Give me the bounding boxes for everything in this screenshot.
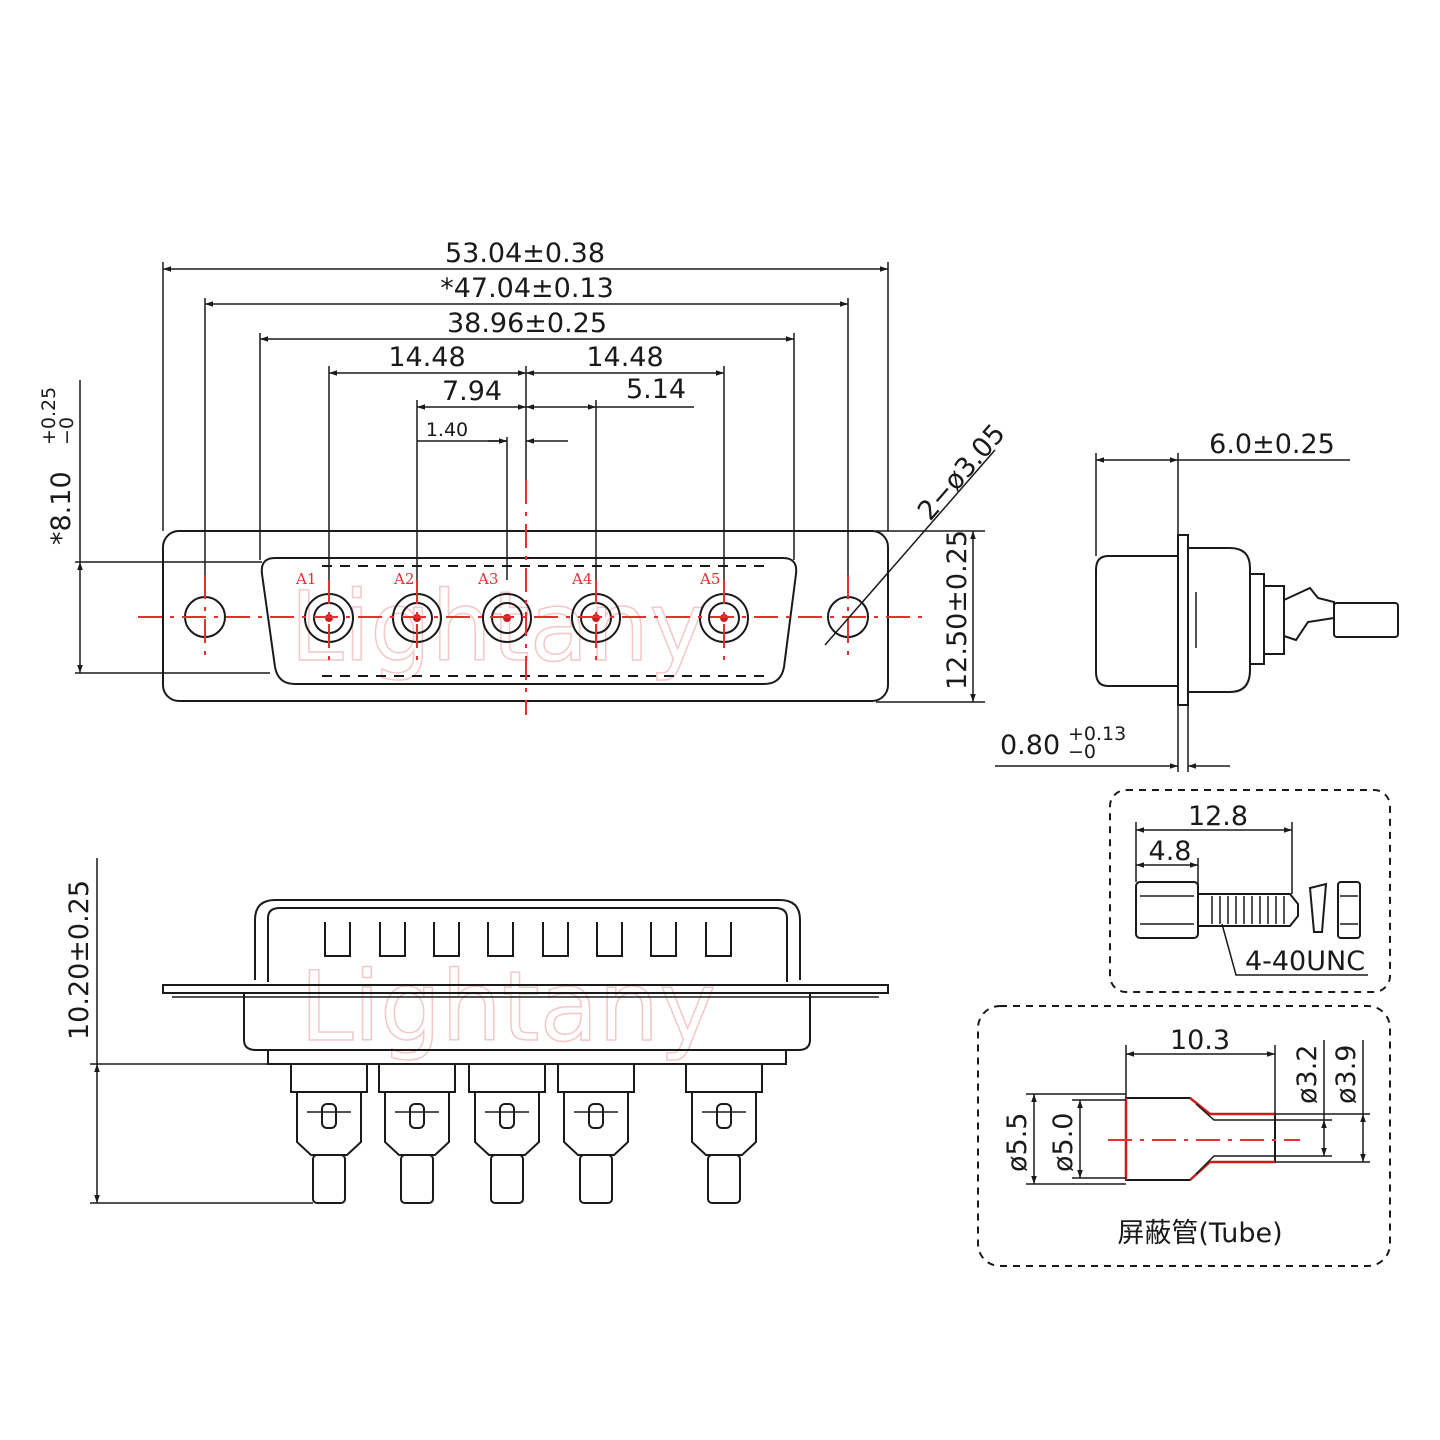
dim-screw-length: 12.8: [1188, 801, 1248, 832]
dim-large-outer: ø5.5: [1002, 1113, 1033, 1172]
side-flange: [1177, 534, 1189, 706]
side-contact-base: [1264, 585, 1285, 655]
tube-detail: 10.3 ø3.2 ø3.9 ø5.5 ø5.0 屏蔽管(Tube): [977, 1005, 1391, 1267]
pin-label-a1: A1: [295, 570, 316, 588]
tube-small-dia-ext: [1275, 1113, 1370, 1163]
dim-height: *8.10: [46, 471, 77, 545]
side-contact-tail: [1333, 602, 1399, 638]
front-d-shell-inner: [322, 565, 770, 677]
pin-label-a5: A5: [699, 570, 720, 588]
dim-mount-hole: 2−ø3.05: [912, 418, 1012, 526]
thread-spec: 4-40UNC: [1245, 946, 1365, 977]
dim-right-pin-span: 14.48: [586, 342, 663, 373]
tube-large-dia-ext: [1026, 1093, 1126, 1185]
side-insert-step: [1250, 573, 1265, 665]
front-extension-lines: [75, 262, 985, 703]
bottom-shell-inner: [267, 907, 788, 982]
dim-hex-length: 4.8: [1149, 836, 1192, 867]
pin-label-a3: A3: [477, 570, 498, 588]
dim-depth: 6.0±0.25: [1209, 429, 1335, 460]
dim-overall-width: 53.04±0.38: [445, 238, 605, 269]
screw-hex-nut: [1135, 881, 1199, 939]
dim-height-tol-lower: −0: [56, 417, 78, 445]
dim-flange-tol-upper: +0.13: [1068, 723, 1126, 745]
bottom-height-ext: [90, 1063, 313, 1204]
screw-lock-washer: [1308, 882, 1328, 933]
side-depth-ext: [1095, 453, 1179, 556]
side-contact-bend: [1283, 586, 1335, 642]
mount-hole-leader: [824, 449, 996, 646]
screw-threads: [1211, 896, 1285, 924]
dim-height-tol-upper: +0.25: [38, 387, 60, 445]
front-d-shell-outer: [260, 557, 798, 685]
side-view: 6.0±0.25 0.80 +0.13 −0: [995, 429, 1399, 772]
dim-flange-tol-lower: −0: [1068, 741, 1096, 763]
thread-leader: [1221, 923, 1368, 976]
dim-flange-height: 12.50±0.25: [942, 530, 973, 690]
pin-label-a2: A2: [393, 570, 414, 588]
bottom-contacts: [290, 1063, 763, 1204]
bottom-view: 10.20±0.25: [64, 858, 889, 1204]
tube-caption: 屏蔽管(Tube): [1117, 1218, 1282, 1249]
bottom-shell-outer: [254, 899, 801, 980]
dim-mount-hole-pitch: *47.04±0.13: [440, 273, 614, 304]
dim-pin-a4-offset: 5.14: [626, 374, 686, 405]
screw-side-nut: [1337, 881, 1361, 939]
side-flange-ext: [1177, 705, 1189, 772]
screw-detail: 12.8 4.8 4-40UNC: [1109, 789, 1391, 993]
side-body: [1188, 547, 1251, 693]
bottom-flange: [162, 984, 889, 994]
dim-shell-width: 38.96±0.25: [447, 308, 607, 339]
dim-small-outer: ø3.9: [1331, 1045, 1362, 1104]
bottom-slots: [324, 922, 732, 957]
side-shell: [1095, 555, 1178, 687]
screw-detail-frame: [1109, 789, 1391, 993]
tube-wall-inner: [1195, 1103, 1275, 1175]
dim-height-group: *8.10 +0.25 −0: [38, 387, 78, 545]
pin-label-a4: A4: [571, 570, 592, 588]
dim-flange-thickness: 0.80: [1000, 730, 1060, 761]
front-center-lines: [138, 480, 928, 715]
tube-detail-frame: [977, 1005, 1391, 1267]
dim-pin-a2-offset: 7.94: [442, 376, 502, 407]
watermark-bottom: Lightany: [300, 951, 716, 1063]
dim-large-inner: ø5.0: [1048, 1113, 1079, 1172]
dim-tube-length: 10.3: [1170, 1025, 1230, 1056]
watermark-front: Lightany: [290, 571, 706, 683]
dim-left-pin-span: 14.48: [388, 342, 465, 373]
dim-small-inner: ø3.2: [1292, 1045, 1323, 1104]
dim-total-height: 10.20±0.25: [64, 880, 95, 1040]
screw-thread-body: [1198, 893, 1299, 927]
dim-pin-a3-offset: 1.40: [426, 419, 468, 441]
